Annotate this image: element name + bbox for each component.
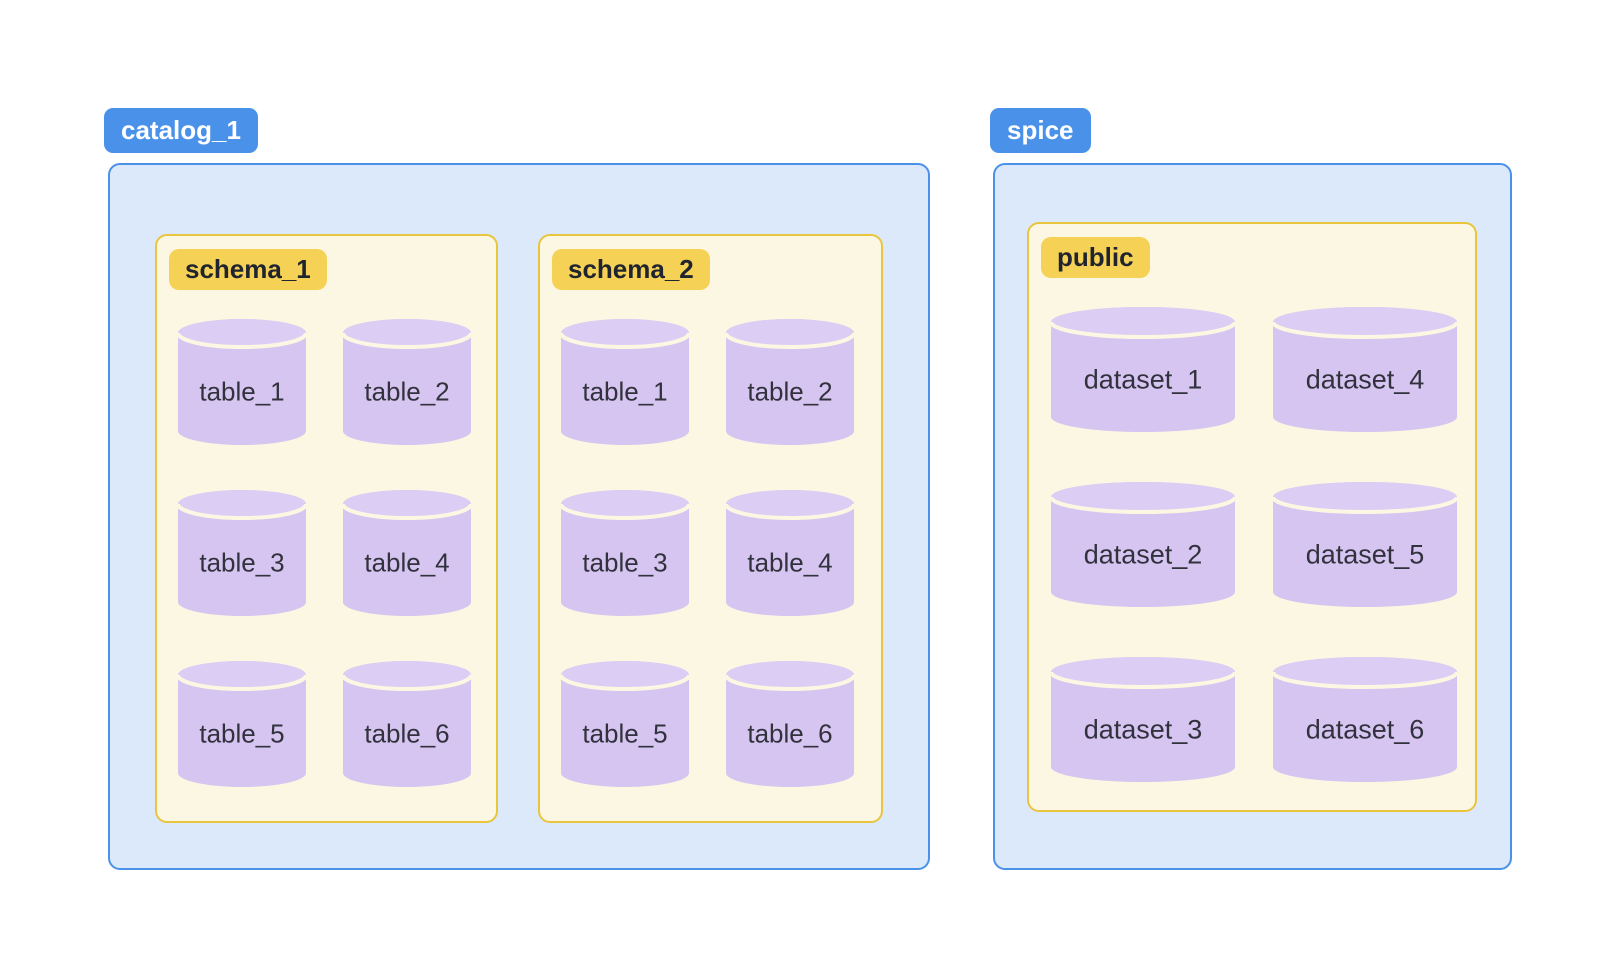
dataset-cylinder: dataset_2 — [1051, 482, 1235, 607]
dataset-cylinder: dataset_1 — [1051, 307, 1235, 432]
dataset-cylinder: dataset_3 — [1051, 657, 1235, 782]
database-cylinder-icon — [561, 661, 689, 787]
table-cylinder: table_6 — [726, 661, 854, 787]
database-cylinder-icon — [726, 661, 854, 787]
table-label: table_1 — [582, 376, 668, 407]
database-cylinder-icon — [1273, 307, 1457, 432]
dataset-label: dataset_3 — [1083, 714, 1203, 744]
dataset-cylinder: dataset_5 — [1273, 482, 1457, 607]
dataset-label: dataset_4 — [1305, 364, 1425, 394]
catalog-badge: spice — [990, 108, 1091, 153]
table-cylinder: table_3 — [178, 490, 306, 616]
table-label: table_4 — [364, 547, 450, 578]
database-cylinder-icon — [1051, 657, 1235, 782]
database-cylinder-icon — [1051, 307, 1235, 432]
cylinder-grid: table_1 table_2 table_3 table_4 table_5 table… — [178, 319, 471, 787]
database-cylinder-icon — [178, 319, 306, 445]
database-cylinder-icon — [178, 490, 306, 616]
dataset-label: dataset_2 — [1083, 539, 1203, 569]
database-cylinder-icon — [726, 490, 854, 616]
table-cylinder: table_5 — [178, 661, 306, 787]
table-cylinder: table_1 — [561, 319, 689, 445]
database-cylinder-icon — [726, 319, 854, 445]
table-label: table_5 — [582, 718, 668, 749]
database-cylinder-icon — [1051, 482, 1235, 607]
table-cylinder: table_5 — [561, 661, 689, 787]
dataset-label: dataset_1 — [1083, 364, 1203, 394]
database-cylinder-icon — [343, 490, 471, 616]
table-label: table_6 — [747, 718, 833, 749]
table-cylinder: table_4 — [726, 490, 854, 616]
catalog-badge: catalog_1 — [104, 108, 258, 153]
database-cylinder-icon — [561, 319, 689, 445]
table-cylinder: table_1 — [178, 319, 306, 445]
dataset-cylinder: dataset_4 — [1273, 307, 1457, 432]
dataset-label: dataset_5 — [1305, 539, 1425, 569]
database-cylinder-icon — [343, 319, 471, 445]
table-cylinder: table_4 — [343, 490, 471, 616]
table-cylinder: table_2 — [726, 319, 854, 445]
table-label: table_3 — [582, 547, 668, 578]
table-label: table_2 — [747, 376, 833, 407]
database-cylinder-icon — [343, 661, 471, 787]
table-label: table_1 — [199, 376, 285, 407]
table-label: table_5 — [199, 718, 285, 749]
schema-badge: public — [1041, 237, 1150, 278]
database-cylinder-icon — [178, 661, 306, 787]
table-label: table_2 — [364, 376, 450, 407]
table-cylinder: table_2 — [343, 319, 471, 445]
schema-badge: schema_2 — [552, 249, 710, 290]
table-cylinder: table_6 — [343, 661, 471, 787]
database-cylinder-icon — [1273, 482, 1457, 607]
cylinder-grid: table_1 table_2 table_3 table_4 table_5 table… — [561, 319, 854, 787]
table-label: table_6 — [364, 718, 450, 749]
database-cylinder-icon — [1273, 657, 1457, 782]
schema-badge: schema_1 — [169, 249, 327, 290]
dataset-label: dataset_6 — [1305, 714, 1425, 744]
table-label: table_4 — [747, 547, 833, 578]
database-cylinder-icon — [561, 490, 689, 616]
table-cylinder: table_3 — [561, 490, 689, 616]
dataset-cylinder: dataset_6 — [1273, 657, 1457, 782]
table-label: table_3 — [199, 547, 285, 578]
